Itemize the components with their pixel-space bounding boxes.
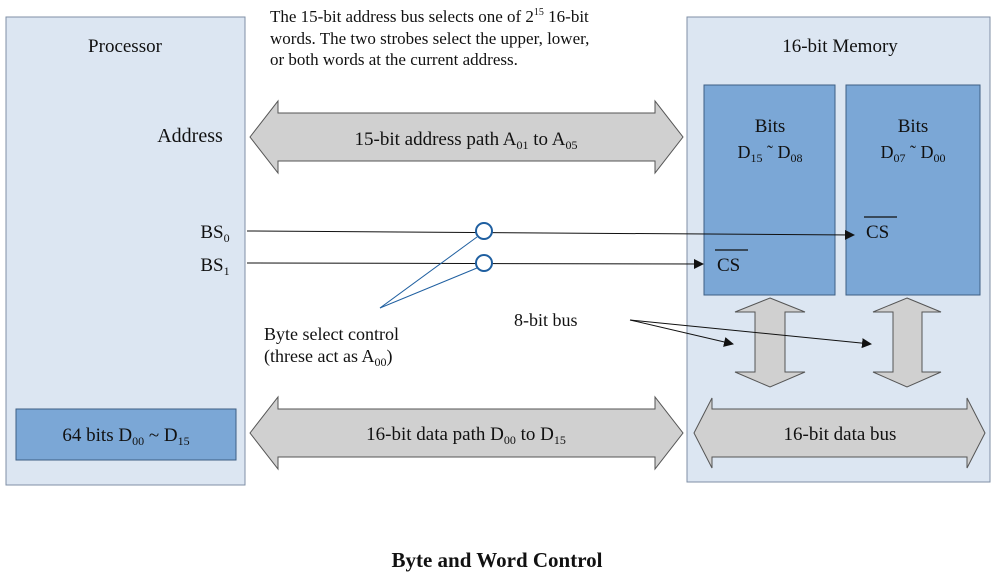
bs0-junction [475,222,493,240]
memory-title: 16-bit Memory [782,36,898,57]
memory-bank-upper-label-2: D15 ˜ D08 [738,142,803,165]
processor-data-register [15,408,237,461]
memory-bank-upper-label-1: Bits [755,116,786,137]
memory-bank-upper [703,84,836,296]
memory-bank-upper-cs: CS [717,255,740,276]
bs0-label: BS0 [200,222,229,245]
memory-bank-lower [845,84,981,296]
bus-arrow-lower-bank [872,297,942,388]
byte-select-label-2: (threse act as A00) [264,346,392,369]
processor-data-register-label: 64 bits D00 ~ D15 [62,425,189,448]
bs1-junction [475,254,493,272]
byte-select-pointer-2 [379,267,478,309]
figure-title: Byte and Word Control [391,548,602,572]
caption-line-2: words. The two strobes select the upper,… [270,29,589,48]
data-path-arrow [249,395,684,471]
memory-data-bus-label: 16-bit data bus [784,424,897,445]
address-label: Address [157,125,223,147]
processor-title: Processor [88,36,163,57]
caption-line-3: or both words at the current address. [270,50,518,69]
bs0-line [246,229,855,240]
bs1-line [246,258,704,269]
bus-pointer-lower [629,319,872,349]
caption-line-1: The 15-bit address bus selects one of 21… [270,7,589,26]
byte-select-label-1: Byte select control [264,324,399,344]
memory-data-bus-arrow [693,397,986,469]
memory-bank-lower-label-2: D07 ˜ D00 [881,142,946,165]
address-path-arrow [249,99,684,175]
address-path-label: 15-bit address path A01 to A05 [355,129,578,152]
bus-label: 8-bit bus [514,310,578,330]
processor-panel [5,16,246,486]
bus-arrow-upper-bank [734,297,806,388]
bus-pointer-upper [629,319,734,347]
memory-bank-lower-label-1: Bits [898,116,929,137]
byte-select-pointer-1 [379,236,478,309]
data-path-label: 16-bit data path D00 to D15 [366,424,566,447]
bs1-label: BS1 [200,255,229,278]
memory-bank-lower-cs: CS [866,222,889,243]
